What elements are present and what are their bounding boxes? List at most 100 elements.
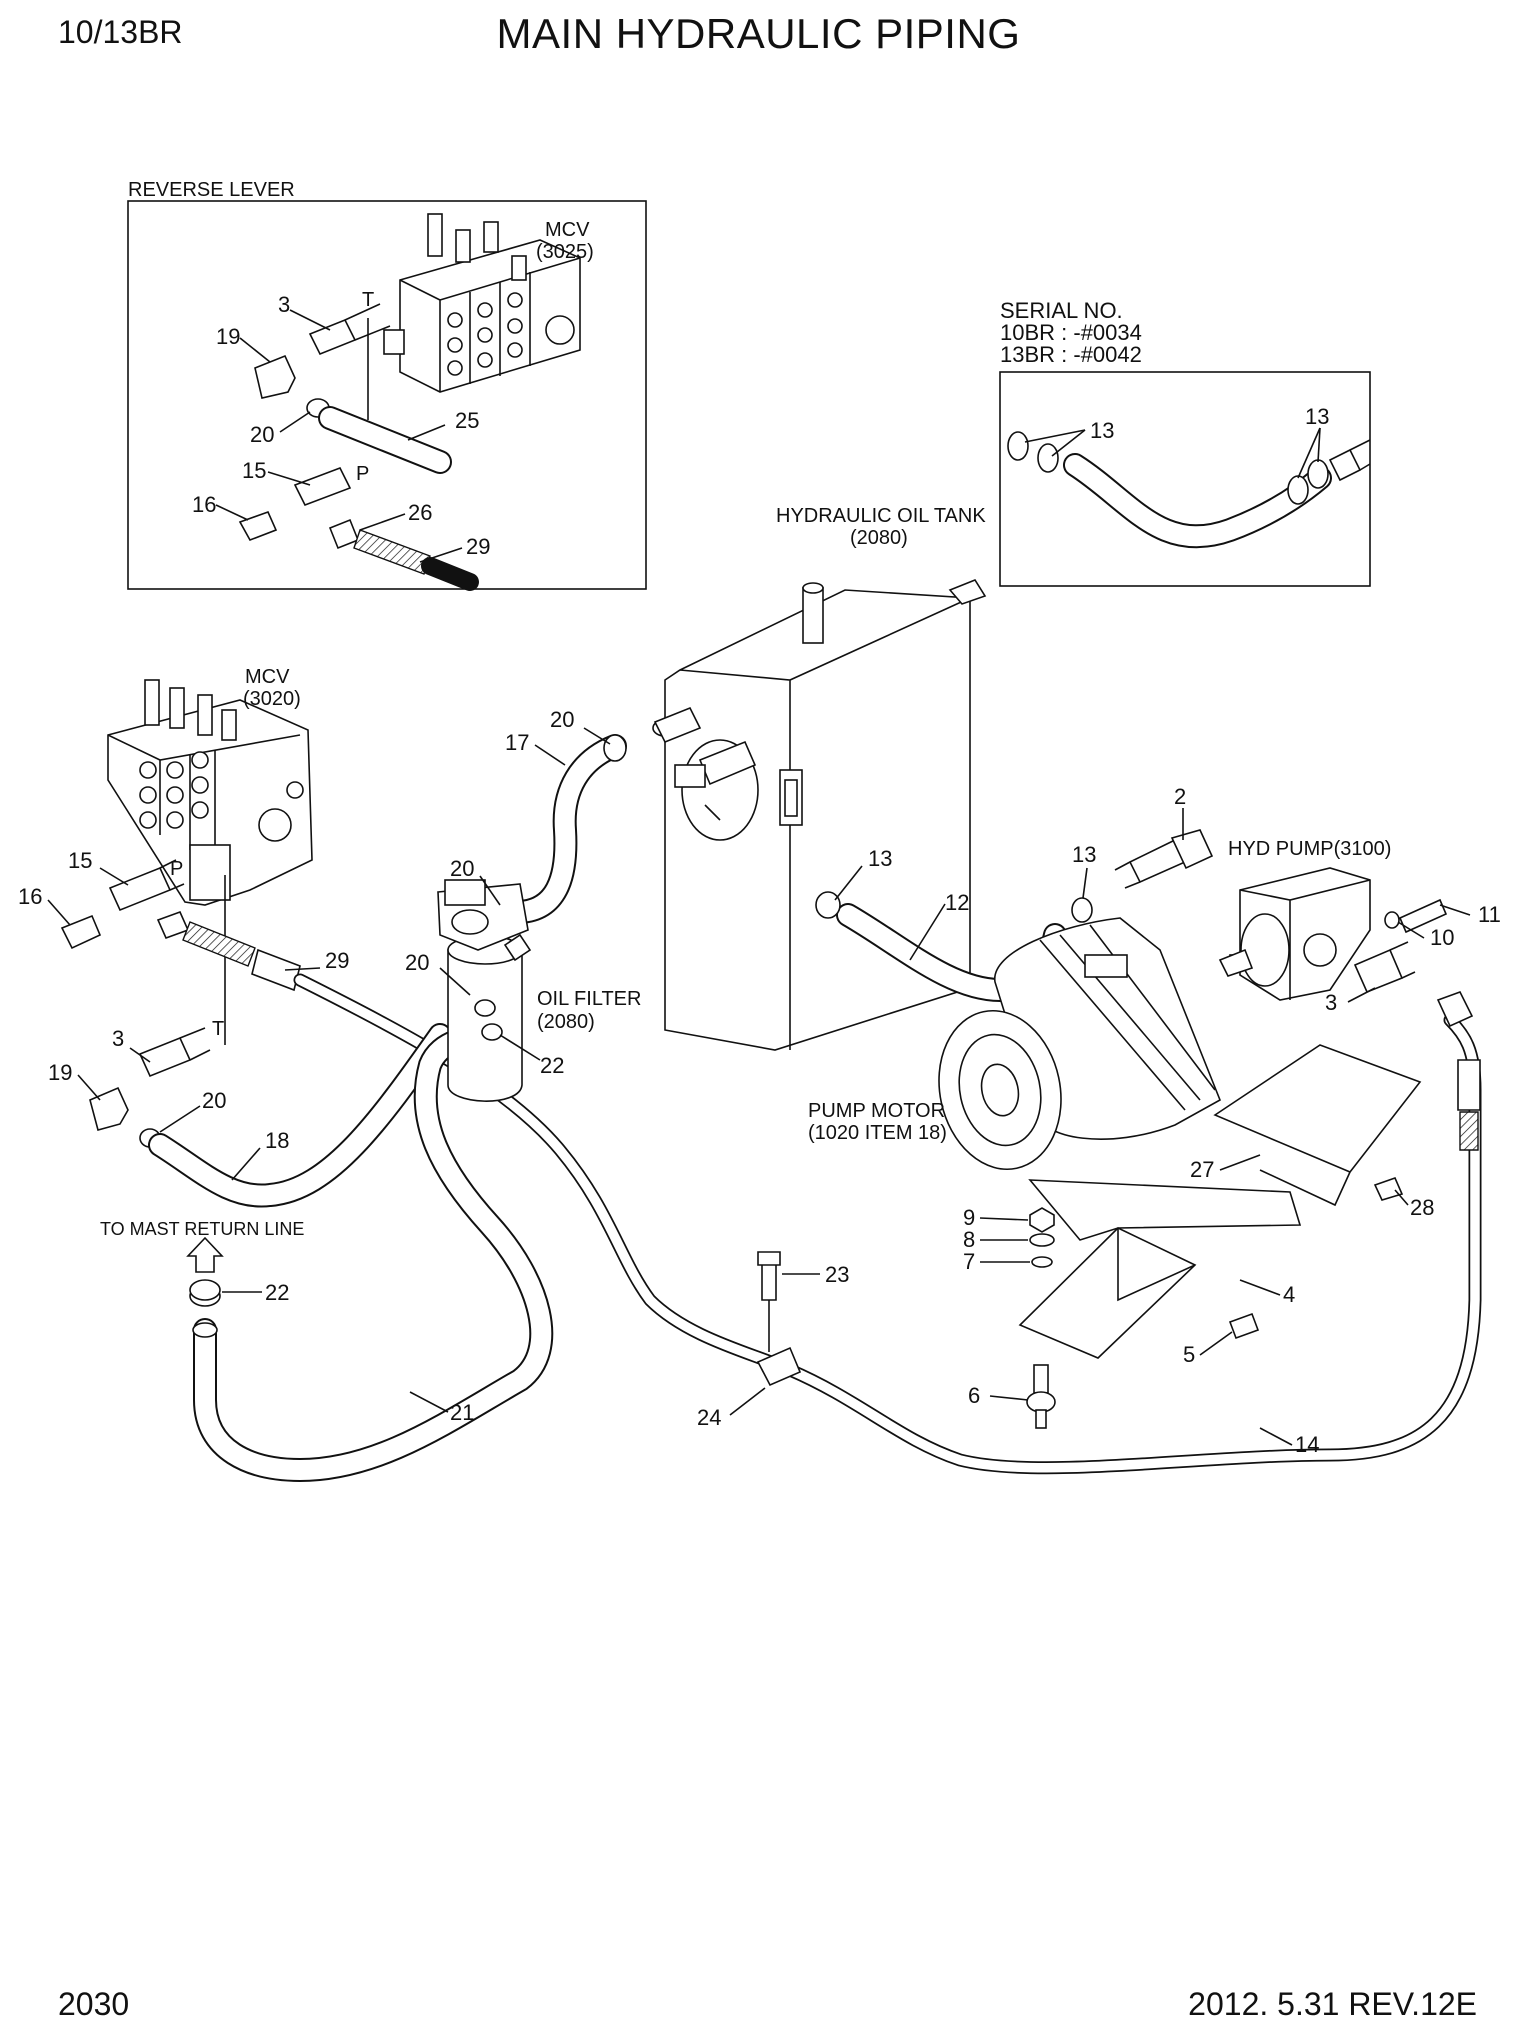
callout-20-tank: 20 <box>550 707 574 732</box>
mcv-3020-name: MCV <box>245 666 290 688</box>
callout-14: 14 <box>1295 1432 1319 1457</box>
sleeve-29 <box>251 948 301 992</box>
callout-20-filter: 20 <box>405 950 429 975</box>
serial-line-1: SERIAL NO. <box>1000 298 1123 323</box>
callout-15: 15 <box>68 848 92 873</box>
callout-5: 5 <box>1183 1342 1195 1367</box>
callout-3-pump: 3 <box>1325 990 1337 1015</box>
bolt-5 <box>1228 1312 1260 1340</box>
port-t-label: T <box>212 1018 224 1040</box>
inset-reverse-lever-title: REVERSE LEVER <box>128 179 295 201</box>
model-code: 10/13BR <box>58 14 183 50</box>
callout-29-inset: 29 <box>466 534 490 559</box>
port-p-label: P <box>170 858 183 880</box>
callout-9: 9 <box>963 1205 975 1230</box>
hose-29-inset <box>421 557 479 591</box>
callout-18: 18 <box>265 1128 289 1153</box>
motor-ref: (1020 ITEM 18) <box>808 1122 947 1144</box>
revision-date: 2012. 5.31 REV.12E <box>1188 1986 1477 2022</box>
callout-2: 2 <box>1174 784 1186 809</box>
filter-name: OIL FILTER <box>537 988 641 1010</box>
callout-13-pump: 13 <box>1072 842 1096 867</box>
callout-3-mcv: 3 <box>112 1026 124 1051</box>
mast-return-label: TO MAST RETURN LINE <box>100 1219 304 1239</box>
serial-line-3: 13BR : -#0042 <box>1000 342 1142 367</box>
callout-6: 6 <box>968 1383 980 1408</box>
tee-15 <box>108 866 172 912</box>
callout-20-inset: 20 <box>250 422 274 447</box>
hyd-pump <box>1218 867 1371 1001</box>
inset-reverse-lever: REVERSE LEVER MCV (3025) T <box>127 179 647 591</box>
callout-22-filter: 22 <box>540 1053 564 1078</box>
callout-13-serial-right: 13 <box>1305 404 1329 429</box>
callout-12: 12 <box>945 890 969 915</box>
hose-guard-29-inset <box>353 529 431 575</box>
callout-15-inset: 15 <box>242 458 266 483</box>
fitting-16 <box>60 914 102 950</box>
tank-ref: (2080) <box>850 527 908 549</box>
screw-28 <box>1373 1176 1404 1201</box>
callout-25: 25 <box>455 408 479 433</box>
callout-13-tank: 13 <box>868 846 892 871</box>
fitting-3-inset <box>308 303 391 420</box>
callout-13-serial-left: 13 <box>1090 418 1114 443</box>
port-p-label-inset: P <box>356 463 369 485</box>
page-title: MAIN HYDRAULIC PIPING <box>496 10 1021 57</box>
callout-16: 16 <box>18 884 42 909</box>
mcv-3020-ref: (3020) <box>243 688 301 710</box>
cover-27 <box>1213 1044 1422 1173</box>
fitting-3-mcv <box>138 1036 192 1078</box>
arrow-up-icon <box>186 1236 224 1273</box>
hose-end-26-inset <box>328 518 360 550</box>
washer-8 <box>1029 1233 1055 1247</box>
callout-20-mcv: 20 <box>202 1088 226 1113</box>
bracket-4-top <box>1028 1179 1302 1241</box>
tee-15-inset <box>293 466 352 507</box>
oil-filter <box>437 879 532 1102</box>
callout-29: 29 <box>325 948 349 973</box>
pump-motor <box>938 917 1249 1171</box>
tank-name: HYDRAULIC OIL TANK <box>776 505 986 527</box>
callout-7: 7 <box>963 1249 975 1274</box>
bracket-4 <box>1018 1227 1197 1359</box>
mcv-3025-name: MCV <box>545 219 590 241</box>
bolt-23 <box>761 1262 777 1301</box>
callout-19: 19 <box>48 1060 72 1085</box>
callout-28: 28 <box>1410 1195 1434 1220</box>
nut-9 <box>1029 1207 1055 1233</box>
callout-3-inset: 3 <box>278 292 290 317</box>
callout-22-return: 22 <box>265 1280 289 1305</box>
clamp-13-pump <box>1071 897 1093 923</box>
callout-19-inset: 19 <box>216 324 240 349</box>
pump-name: HYD PUMP(3100) <box>1228 838 1391 860</box>
page-number: 2030 <box>58 1986 130 2022</box>
callout-26: 26 <box>408 500 432 525</box>
mcv-3020 <box>107 679 313 1045</box>
callout-23: 23 <box>825 1262 849 1287</box>
washer-10 <box>1384 911 1400 929</box>
mcv-3025 <box>383 213 581 393</box>
hose-guard-29 <box>182 921 256 967</box>
callout-8: 8 <box>963 1227 975 1252</box>
serial-line-2: 10BR : -#0034 <box>1000 320 1142 345</box>
callout-4: 4 <box>1283 1282 1295 1307</box>
mount-6 <box>1033 1364 1049 1394</box>
callout-11: 11 <box>1478 902 1501 927</box>
bolt-11 <box>1398 898 1448 934</box>
callout-17: 17 <box>505 730 529 755</box>
callout-20-filter-top: 20 <box>450 856 474 881</box>
filter-ref: (2080) <box>537 1011 595 1033</box>
fitting-3-pump <box>1353 948 1404 994</box>
washer-7 <box>1031 1256 1053 1268</box>
port-t-label-inset: T <box>362 289 374 311</box>
callout-27: 27 <box>1190 1157 1214 1182</box>
hose-14-fitting <box>1457 1059 1481 1111</box>
callout-21: 21 <box>450 1400 474 1425</box>
inset-serial: SERIAL NO. 10BR : -#0034 13BR : -#0042 1… <box>999 298 1371 587</box>
fitting-16-inset <box>238 510 278 541</box>
mcv-3025-ref: (3025) <box>536 241 594 263</box>
callout-16-inset: 16 <box>192 492 216 517</box>
callout-24: 24 <box>697 1405 721 1430</box>
elbow-19-inset <box>254 354 296 399</box>
